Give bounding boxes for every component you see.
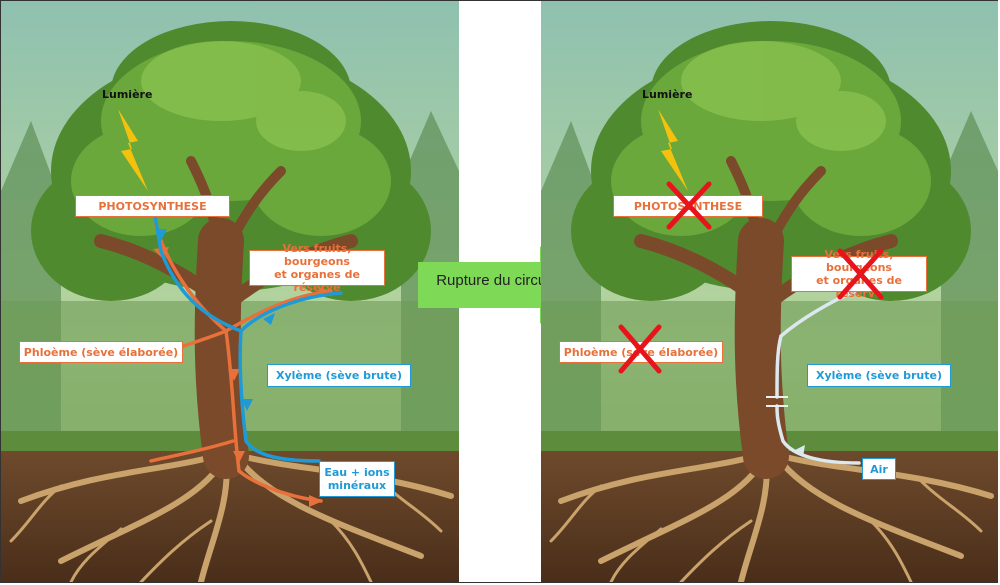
fruits-line2-right: et organes de réserve <box>816 274 902 300</box>
rupture-arrow <box>418 246 576 324</box>
air-embolism-pathway <box>775 289 861 465</box>
fruits-line1-right: Vers fruits, bourgeons <box>824 248 894 274</box>
tree-scene-right <box>541 1 998 582</box>
water-ions-label-left: Eau + ions minéraux <box>319 461 395 497</box>
xylem-label-left: Xylème (sève brute) <box>267 364 411 387</box>
air-label: Air <box>862 458 896 480</box>
photosynthesis-label-left: PHOTOSYNTHESE <box>75 195 230 217</box>
lightning-bolt-right <box>658 109 688 191</box>
fruits-label-right: Vers fruits, bourgeons et organes de rés… <box>791 248 927 300</box>
phloem-label-left: Phloème (sève élaborée) <box>19 341 183 363</box>
fruits-label-left: Vers fruits, bourgeons et organes de rés… <box>249 242 385 294</box>
photosynthesis-label-right: PHOTOSYNTHESE <box>613 195 763 217</box>
light-label-left: Lumière <box>102 88 153 101</box>
light-label-right: Lumière <box>642 88 693 101</box>
xylem-pathway-left <box>153 214 343 463</box>
xylem-label-right: Xylème (sève brute) <box>807 364 951 387</box>
lightning-bolt-left <box>118 109 148 191</box>
left-panel-intact-circuit: Lumière PHOTOSYNTHESE Vers fruits, bourg… <box>1 1 459 582</box>
water-line1-left: Eau + ions <box>324 466 390 479</box>
fruits-line1-left: Vers fruits, bourgeons <box>282 242 352 268</box>
phloem-label-right: Phloème (sève élaborée) <box>559 341 723 363</box>
right-panel-broken-circuit: Lumière PHOTOSYNTHESE Vers fruits, bourg… <box>541 1 998 582</box>
rupture-label: Rupture du circuit <box>436 272 554 289</box>
fruits-line2-left: et organes de réserve <box>274 268 360 294</box>
water-line2-left: minéraux <box>327 479 387 492</box>
